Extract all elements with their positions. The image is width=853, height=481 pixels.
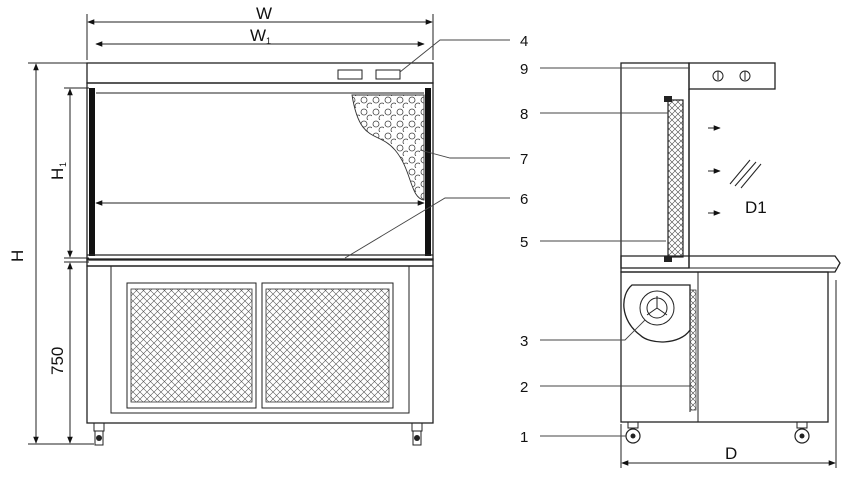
dimension-d: D: [620, 280, 837, 468]
control-switch-1: [337, 69, 363, 80]
top-panel: [86, 62, 434, 84]
side-work-table: [620, 255, 841, 273]
leader-4: [399, 39, 510, 73]
leader-7: [419, 149, 510, 159]
callout-8: 8: [520, 106, 528, 123]
dim-h-label: H: [8, 250, 27, 262]
leader-3: [540, 319, 646, 341]
front-view: W W 1: [8, 4, 510, 446]
dimension-750: 750: [48, 261, 89, 444]
callout-2: 2: [520, 379, 528, 396]
callout-numbers: 4 9 8 7 6 5 3 2 1: [520, 33, 528, 446]
callout-1: 1: [520, 429, 528, 446]
callout-4: 4: [520, 33, 528, 50]
work-chamber: [86, 82, 434, 261]
callout-6: 6: [520, 191, 528, 208]
front-caster-left: [93, 422, 105, 446]
side-caster-right: [794, 421, 810, 444]
hepa-filter-cutaway: [351, 94, 425, 201]
airflow-label: D1: [745, 198, 767, 217]
callout-5: 5: [520, 234, 528, 251]
callout-7: 7: [520, 151, 528, 168]
control-switch-2: [375, 69, 401, 80]
dim-w1-label: W: [250, 26, 266, 45]
dimension-w: W: [86, 4, 434, 60]
dimension-h: H: [8, 62, 94, 445]
side-lower-cabinet: [620, 271, 829, 423]
dim-w-label: W: [256, 4, 272, 23]
pre-filter: [689, 289, 697, 411]
mesh-panel-right: [265, 288, 390, 403]
left-side-frame: [89, 88, 95, 256]
side-hepa-filter: [667, 99, 684, 258]
callout-9: 9: [520, 61, 528, 78]
glass-sash-hatch: [729, 159, 762, 189]
mesh-panel-left: [130, 288, 253, 403]
fan-housing-top: [688, 62, 776, 90]
dim-w1-sub: 1: [266, 36, 271, 46]
dim-d-label: D: [725, 444, 737, 463]
dimension-w1: W 1: [95, 26, 425, 47]
side-caster-left: [625, 421, 641, 444]
leader-6: [344, 197, 510, 259]
blower-fan: [623, 284, 691, 343]
side-view: D1: [540, 62, 841, 468]
right-side-frame: [425, 88, 431, 256]
dim-h1-sub: 1: [58, 162, 68, 167]
dim-750-label: 750: [48, 347, 67, 375]
dim-h1-label: H: [48, 168, 67, 180]
front-caster-right: [411, 422, 423, 446]
callout-3: 3: [520, 333, 528, 350]
dimension-h1: H 1: [48, 87, 89, 259]
